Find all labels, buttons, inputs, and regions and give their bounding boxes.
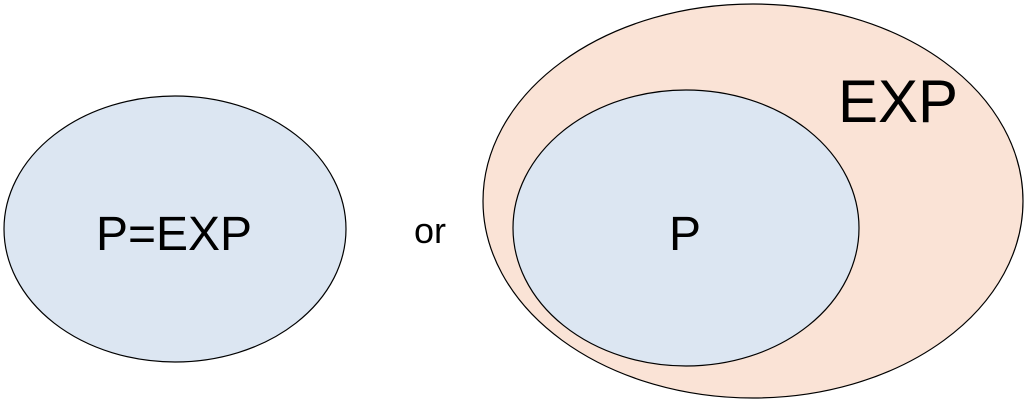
p-equals-exp-set (3, 95, 347, 363)
p-equals-exp-label: P=EXP (96, 208, 252, 261)
or-connector-label: or (414, 210, 446, 251)
p-label: P (669, 208, 701, 261)
exp-label: EXP (838, 68, 958, 135)
p-set (512, 89, 860, 367)
